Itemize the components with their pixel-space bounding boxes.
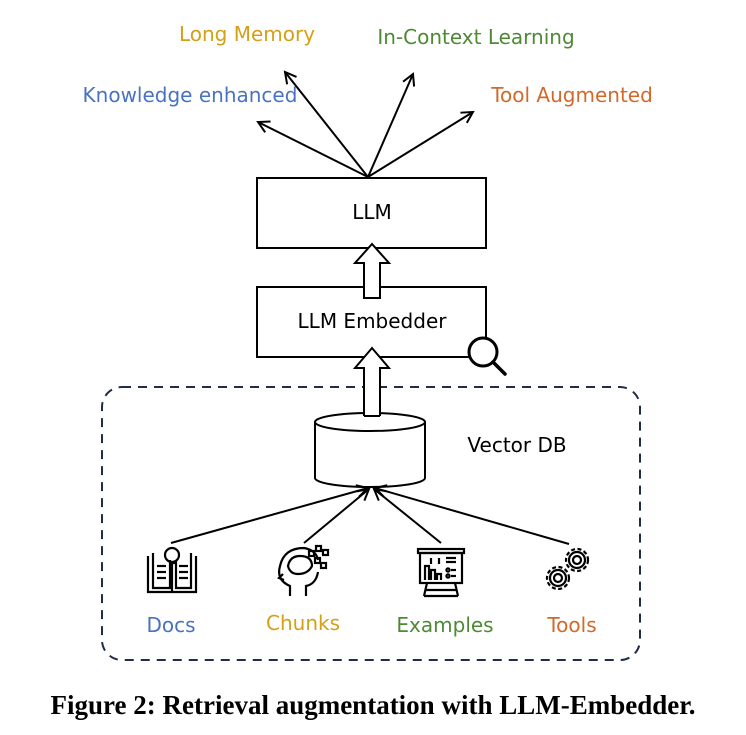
arrow-chunks-to-db xyxy=(303,489,369,544)
source-label-examples: Examples xyxy=(396,613,493,637)
arrow-in-context-learning xyxy=(367,74,413,178)
source-label-docs: Docs xyxy=(146,613,195,637)
output-label-knowledge-enhanced: Knowledge enhanced xyxy=(83,83,298,107)
llm-label: LLM xyxy=(352,200,392,224)
output-label-long-memory: Long Memory xyxy=(179,22,315,46)
diagram: Long Memory In-Context Learning Knowledg… xyxy=(83,22,653,661)
arrow-examples-to-db xyxy=(374,489,442,544)
source-label-chunks: Chunks xyxy=(266,611,340,635)
figure-caption: Figure 2: Retrieval augmentation with LL… xyxy=(50,690,696,720)
vector-db-label: Vector DB xyxy=(467,433,566,457)
arrow-long-memory xyxy=(285,72,369,178)
llm-box xyxy=(256,177,487,249)
arrow-knowledge-enhanced xyxy=(258,122,369,178)
head-brain-icon xyxy=(277,544,330,596)
source-label-tools: Tools xyxy=(546,613,596,637)
arrow-tools-to-db xyxy=(375,488,570,545)
output-label-tool-augmented: Tool Augmented xyxy=(490,83,653,107)
arrow-docs-to-db xyxy=(170,488,368,544)
gears-icon xyxy=(545,547,590,591)
embedder-label: LLM Embedder xyxy=(298,309,448,333)
vector-db-cylinder xyxy=(314,405,426,488)
magnifier-icon xyxy=(467,336,507,376)
presentation-board-icon xyxy=(416,547,466,598)
book-lightbulb-icon xyxy=(146,546,198,594)
arrow-tool-augmented xyxy=(367,112,473,178)
output-label-in-context-learning: In-Context Learning xyxy=(377,25,574,49)
block-arrow-to-llm xyxy=(352,242,392,299)
